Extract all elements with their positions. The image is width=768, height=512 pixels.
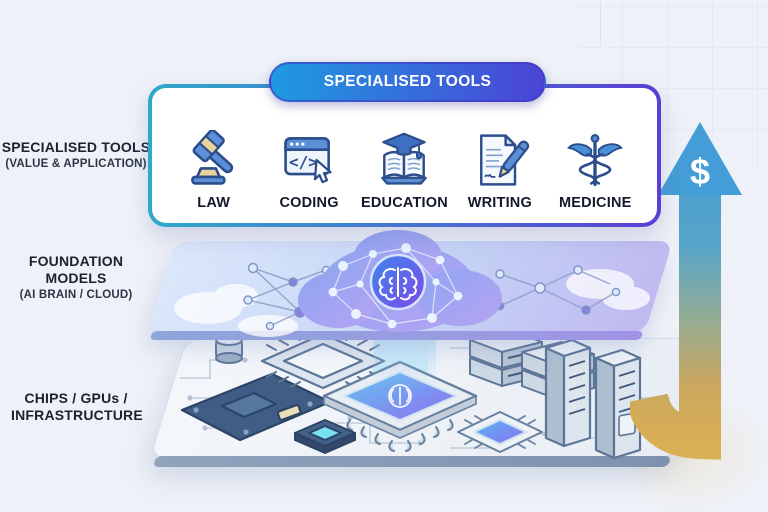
foundation-models-panel xyxy=(148,241,673,332)
label-chips-infrastructure: CHIPS / GPUs / INFRASTRUCTURE xyxy=(0,390,152,424)
background-line xyxy=(600,0,601,46)
tool-label: WRITING xyxy=(467,195,532,211)
label-specialised-tools: SPECIALISED TOOLS (VALUE & APPLICATION) xyxy=(0,139,152,170)
label-subtitle: (AI BRAIN / CLOUD) xyxy=(19,289,133,302)
code-window-icon: </> xyxy=(284,137,332,184)
gavel-icon xyxy=(190,130,233,185)
caduceus-icon xyxy=(567,134,624,187)
document-pen-icon xyxy=(479,134,530,186)
specialised-tools-badge: SPECIALISED TOOLS xyxy=(269,62,546,102)
tool-coding: </> CODING xyxy=(263,130,355,211)
svg-text:</>: </> xyxy=(289,153,318,172)
label-title: CHIPS / GPUs / INFRASTRUCTURE xyxy=(11,390,143,424)
label-foundation-models: FOUNDATION MODELS (AI BRAIN / CLOUD) xyxy=(0,253,152,301)
tool-writing: WRITING xyxy=(454,130,546,211)
specialised-tools-card: LAW </> CODING xyxy=(148,84,661,227)
tool-label: LAW xyxy=(197,195,231,211)
tool-education: EDUCATION xyxy=(358,130,450,211)
tool-label: EDUCATION xyxy=(361,195,448,211)
tool-law: LAW xyxy=(168,130,260,211)
tool-label: MEDICINE xyxy=(559,195,632,211)
tool-label: CODING xyxy=(279,195,339,211)
label-title: SPECIALISED TOOLS xyxy=(1,139,151,155)
tool-medicine: MEDICINE xyxy=(549,130,641,211)
tools-row: LAW </> CODING xyxy=(152,88,657,223)
label-subtitle: (VALUE & APPLICATION) xyxy=(5,158,147,171)
label-title: FOUNDATION MODELS xyxy=(28,253,124,287)
book-graduation-icon xyxy=(381,132,428,185)
